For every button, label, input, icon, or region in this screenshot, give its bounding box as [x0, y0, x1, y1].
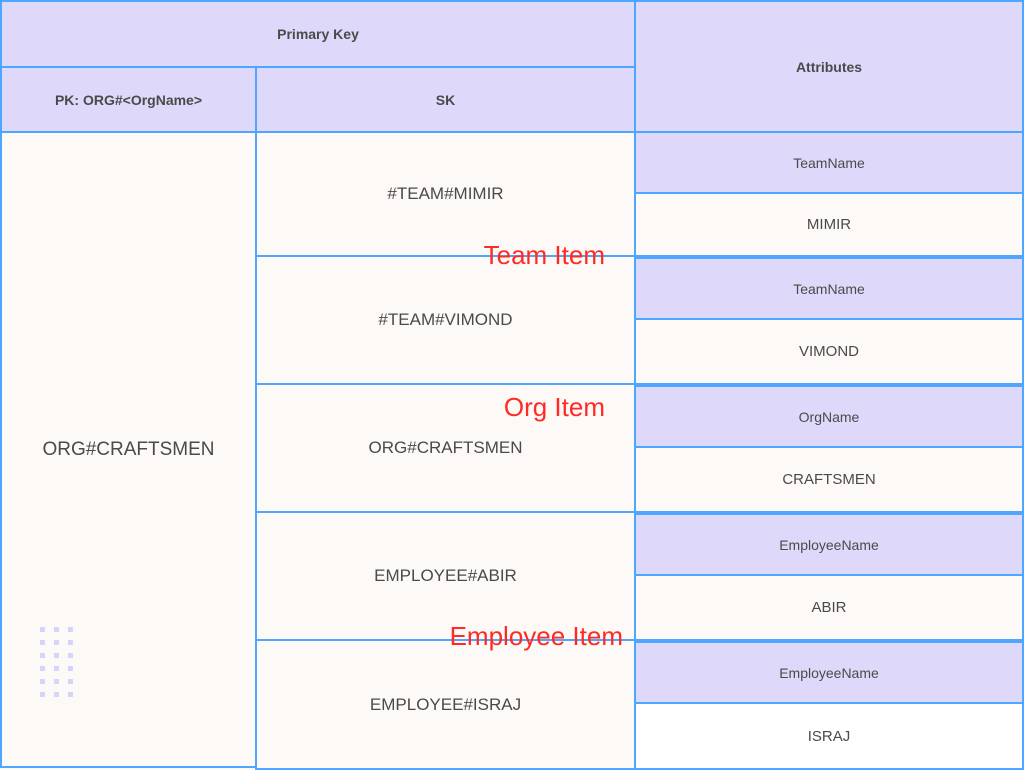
sort-key-cell: #TEAM#MIMIR	[255, 131, 636, 257]
dot	[54, 692, 59, 697]
dot	[68, 692, 73, 697]
sort-key-cell: ORG#CRAFTSMEN	[255, 383, 636, 513]
group-header-attributes: Attributes	[634, 0, 1024, 133]
dot	[54, 640, 59, 645]
annotation-employee-item: Employee Item	[449, 621, 623, 651]
dot	[40, 679, 45, 684]
attribute-name-cell: EmployeeName	[634, 641, 1024, 704]
dot	[40, 627, 45, 632]
column-header-pk: PK: ORG#<OrgName>	[0, 66, 257, 133]
attribute-name-cell: TeamName	[634, 131, 1024, 194]
attribute-name-cell: EmployeeName	[634, 513, 1024, 576]
dot	[40, 692, 45, 697]
partition-key-cell: ORG#CRAFTSMEN	[0, 131, 257, 768]
dot	[68, 666, 73, 671]
dot	[54, 627, 59, 632]
annotation-team-item: Team Item	[483, 240, 605, 270]
attribute-name-cell: TeamName	[634, 257, 1024, 320]
dot	[68, 679, 73, 684]
attribute-value-cell: VIMOND	[634, 318, 1024, 385]
sort-key-cell: EMPLOYEE#ABIR	[255, 511, 636, 641]
dot	[68, 627, 73, 632]
dot	[68, 653, 73, 658]
attribute-value-cell: CRAFTSMEN	[634, 446, 1024, 513]
attribute-value-cell: MIMIR	[634, 192, 1024, 257]
dot	[40, 640, 45, 645]
dot	[54, 653, 59, 658]
dot	[54, 666, 59, 671]
group-header-primary-key: Primary Key	[0, 0, 636, 68]
attribute-value-cell: ABIR	[634, 574, 1024, 641]
dot	[68, 640, 73, 645]
column-header-sk: SK	[255, 66, 636, 133]
attribute-name-cell: OrgName	[634, 385, 1024, 448]
dot-grid-ornament	[40, 627, 73, 697]
sort-key-cell: #TEAM#VIMOND	[255, 255, 636, 385]
annotation-org-item: Org Item	[503, 392, 605, 422]
dot	[54, 679, 59, 684]
dot	[40, 653, 45, 658]
dot	[40, 666, 45, 671]
attribute-value-cell: ISRAJ	[634, 702, 1024, 770]
sort-key-cell: EMPLOYEE#ISRAJ	[255, 639, 636, 770]
